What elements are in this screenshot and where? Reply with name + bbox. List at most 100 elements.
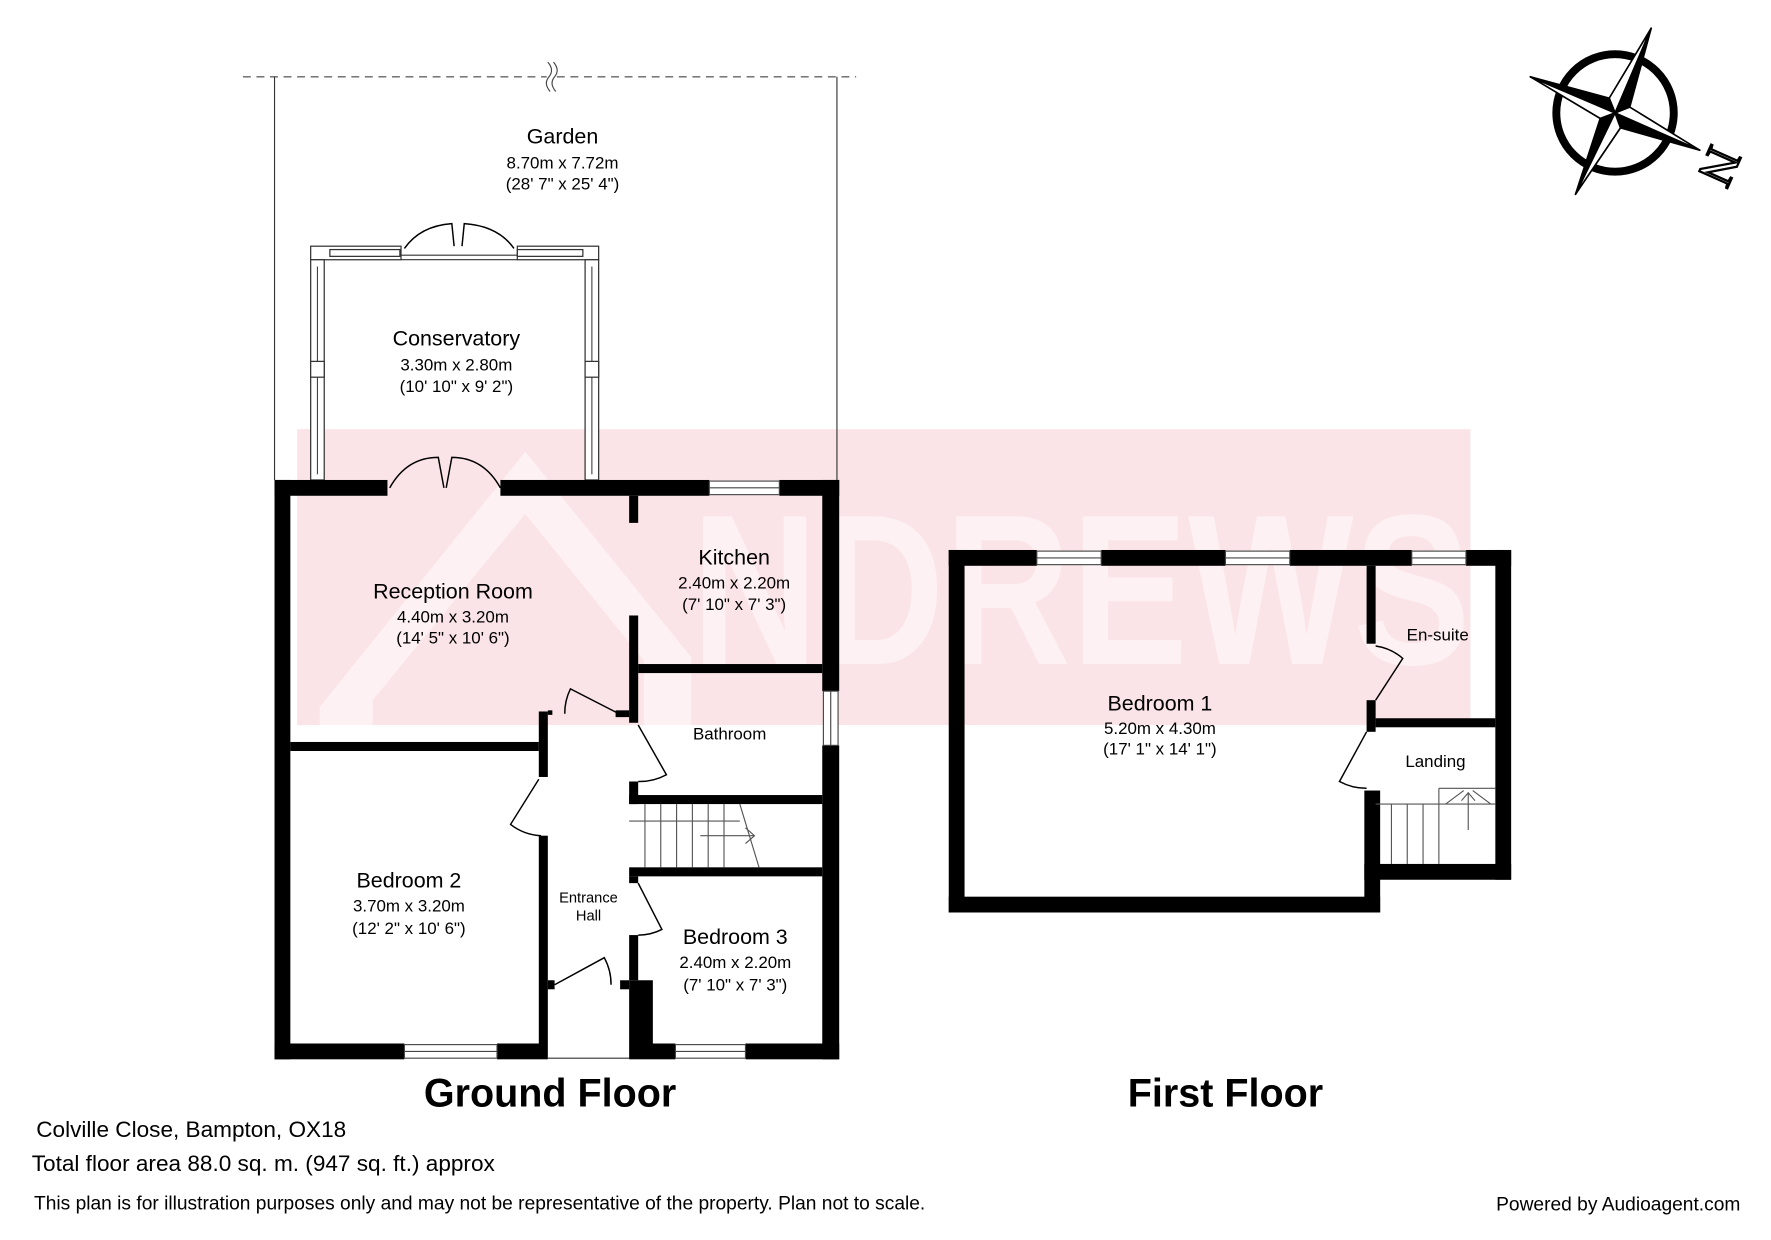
reception-room-imperial-size: (14' 5" x 10' 6") (396, 629, 509, 648)
first-floor-labels: Bedroom 1 5.20m x 4.30m (17' 1" x 14' 1"… (1103, 625, 1469, 1115)
front-door (554, 956, 612, 986)
wall-segment (274, 1043, 405, 1060)
door-jamb (547, 710, 553, 715)
conservatory-label: Conservatory (393, 327, 521, 351)
wall-segment (1366, 565, 1376, 644)
ground-floor-doors (389, 456, 668, 986)
landing-label: Landing (1405, 752, 1465, 771)
compass-arm (1529, 75, 1616, 120)
watermark-text: NDREWS (691, 471, 1470, 710)
conservatory-structure (310, 222, 600, 481)
wall-segment (290, 741, 539, 752)
wall-segment (629, 980, 653, 1044)
wall-segment (822, 479, 840, 692)
wall-segment (629, 795, 823, 805)
wall-segment (274, 479, 388, 496)
wall-segment (745, 1043, 840, 1060)
door-jamb (547, 980, 555, 990)
first-floor-walls (948, 549, 1512, 913)
wall-segment (629, 615, 639, 723)
wall-segment (1289, 549, 1412, 566)
ground-floor-windows (403, 480, 839, 1059)
wall-segment (497, 1043, 548, 1060)
kitchen-metric-size: 2.40m x 2.20m (678, 573, 790, 592)
garden-boundary (242, 61, 857, 480)
bedroom-3-door (637, 882, 663, 936)
wall-segment (500, 479, 710, 496)
wall-segment (538, 835, 548, 1044)
entrance-hall-label-line1: Entrance (559, 890, 618, 906)
wall-segment (948, 896, 1381, 913)
conservatory-metric-size: 3.30m x 2.80m (400, 355, 512, 374)
garden-label: Garden (527, 124, 599, 148)
bedroom-1-imperial-size: (17' 1" x 14' 1") (1103, 739, 1216, 758)
conservatory-window (329, 248, 401, 257)
conservatory-window (516, 248, 584, 257)
reception-room-metric-size: 4.40m x 3.20m (397, 607, 509, 626)
compass-ring (1552, 50, 1678, 176)
wall-segment (1366, 700, 1376, 732)
conservatory-french-door-right (461, 222, 515, 249)
property-info: Colville Close, Bampton, OX18 Total floo… (32, 1117, 1741, 1215)
wall-segment (948, 549, 965, 913)
garden-imperial-size: (28' 7" x 25' 4") (506, 175, 619, 194)
wall-segment (629, 1043, 676, 1060)
wall-segment (274, 479, 291, 1060)
boundary-break-symbol (551, 61, 558, 92)
wall-segment (822, 745, 840, 1060)
reception-french-door-right (445, 456, 502, 489)
wall-segment (538, 711, 548, 777)
bedroom-2-door (509, 778, 542, 837)
bedroom-2-label: Bedroom 2 (356, 869, 461, 893)
bathroom-label: Bathroom (693, 725, 766, 744)
ground-floor-labels: Garden 8.70m x 7.72m (28' 7" x 25' 4") C… (352, 124, 791, 1115)
ground-floor-stairs (629, 803, 760, 868)
bedroom-2-metric-size: 3.70m x 3.20m (353, 896, 465, 915)
reception-door (564, 687, 620, 715)
wall-segment (1364, 790, 1381, 913)
reception-room-label: Reception Room (373, 580, 533, 604)
door-jamb (615, 710, 630, 718)
conservatory-french-door-left (403, 222, 455, 249)
door-jamb (620, 980, 630, 990)
wall-segment (1495, 549, 1512, 880)
bedroom-2-imperial-size: (12' 2" x 10' 6") (352, 919, 465, 938)
kitchen-label: Kitchen (698, 546, 770, 570)
first-floor-title: First Floor (1128, 1072, 1323, 1116)
watermark-house-inner (372, 513, 644, 726)
wall-segment (629, 867, 823, 877)
en-suite-door (1375, 645, 1404, 701)
wall-segment (629, 781, 639, 805)
conservatory-imperial-size: (10' 10" x 9' 2") (400, 377, 513, 396)
wall-segment (948, 549, 1037, 566)
bedroom-3-imperial-size: (7' 10" x 7' 3") (683, 975, 787, 994)
property-address: Colville Close, Bampton, OX18 (36, 1117, 346, 1142)
kitchen-imperial-size: (7' 10" x 7' 3") (682, 595, 786, 614)
compass-north-label: N (1687, 139, 1752, 194)
compass-icon: N (1529, 27, 1753, 196)
en-suite-label: En-suite (1407, 625, 1469, 644)
disclaimer: This plan is for illustration purposes o… (34, 1194, 925, 1215)
stair-arrow (700, 827, 756, 845)
bedroom-1-door (1338, 731, 1368, 790)
boundary-break-symbol (545, 61, 553, 92)
bedroom-3-metric-size: 2.40m x 2.20m (679, 953, 791, 972)
total-floor-area: Total floor area 88.0 sq. m. (947 sq. ft… (32, 1151, 496, 1176)
wall-segment (629, 495, 639, 523)
first-floor-stairs (1375, 787, 1496, 864)
watermark: NDREWS (297, 429, 1471, 726)
bedroom-1-label: Bedroom 1 (1107, 691, 1212, 715)
ground-floor-walls (274, 479, 840, 1060)
conservatory-mullion (584, 360, 600, 378)
bedroom-1-metric-size: 5.20m x 4.30m (1104, 719, 1216, 738)
entrance-hall-label-line2: Hall (576, 908, 601, 924)
garden-metric-size: 8.70m x 7.72m (507, 153, 619, 172)
ground-floor-title: Ground Floor (424, 1072, 676, 1116)
bathroom-door (637, 724, 668, 783)
first-floor-doors (1338, 645, 1404, 790)
powered-by-credit: Powered by Audioagent.com (1496, 1195, 1740, 1216)
stair-arrow (1445, 790, 1492, 831)
compass-arm (1574, 112, 1622, 196)
reception-french-door-left (389, 456, 445, 489)
